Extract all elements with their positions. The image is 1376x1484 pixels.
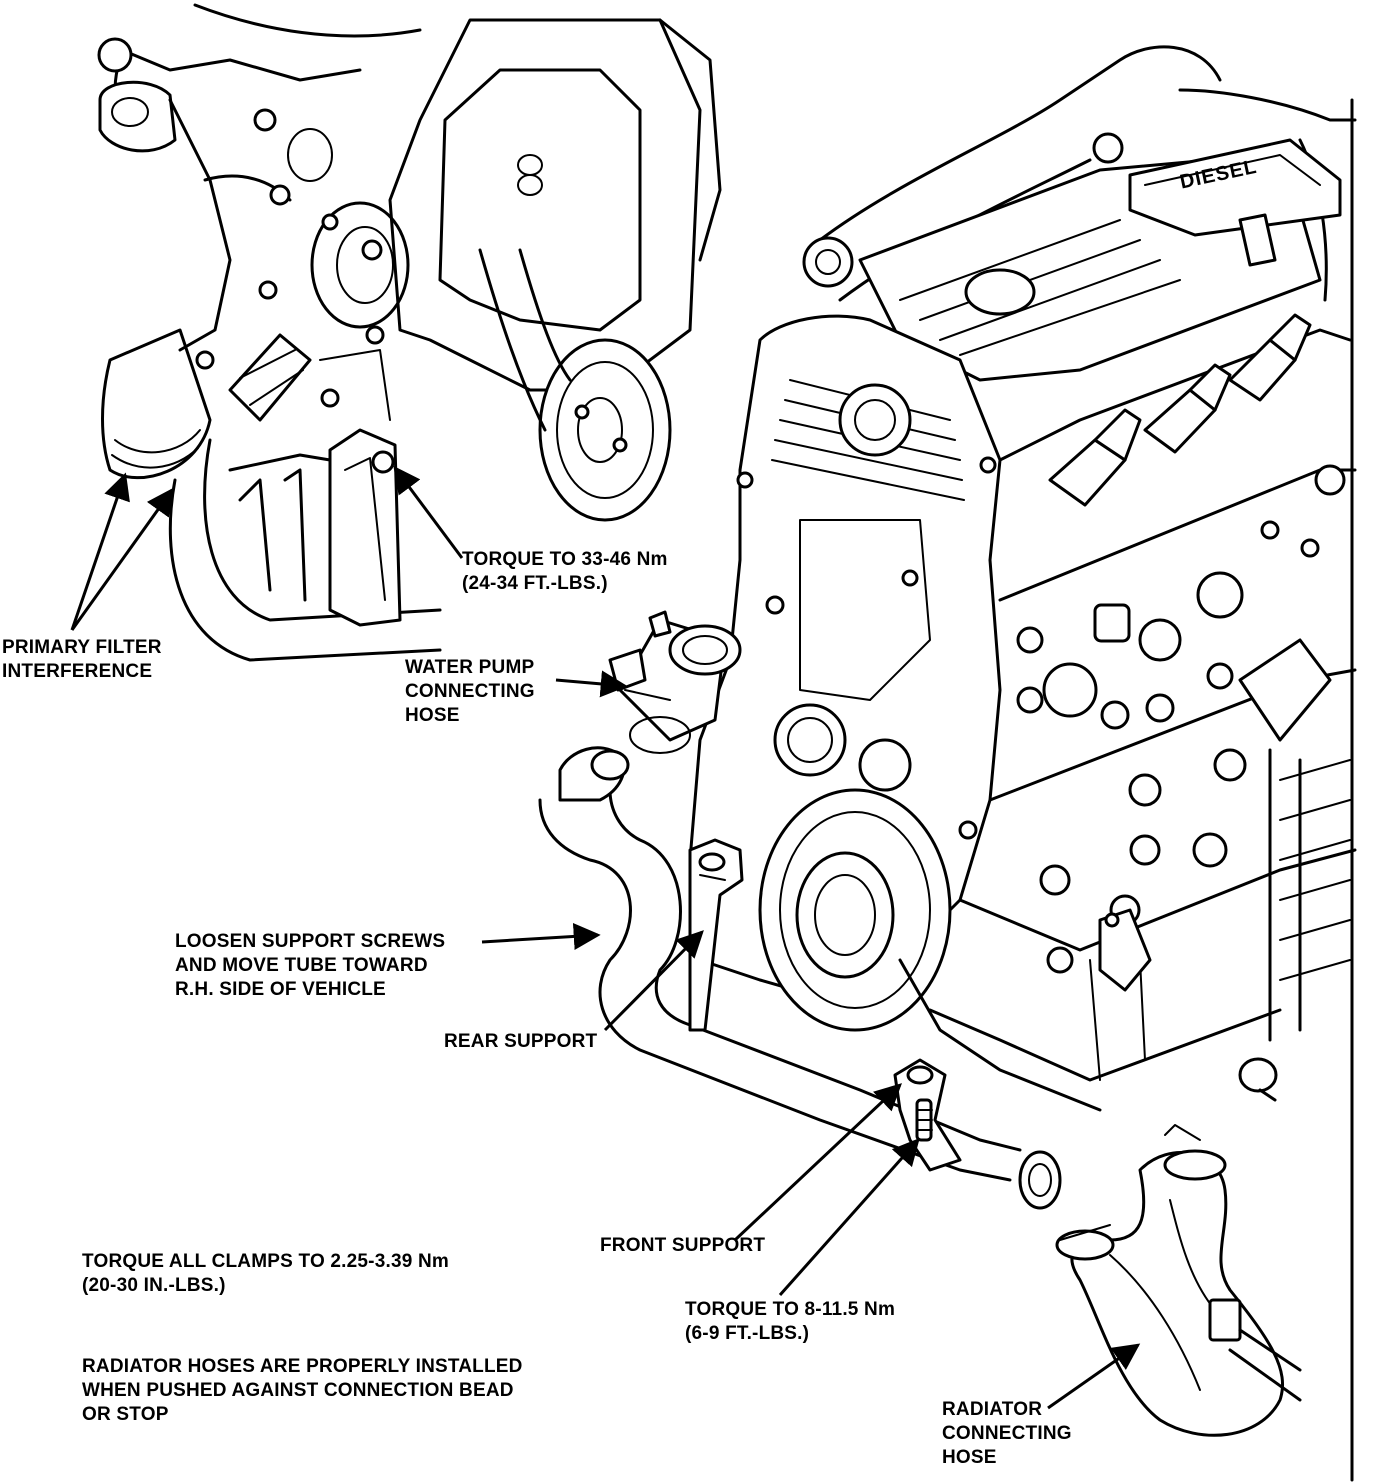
torque-lower-line-2: (6-9 FT.-LBS.)	[685, 1323, 810, 1344]
torque-lower-label: TORQUE TO 8-11.5 Nm (6-9 FT.-LBS.)	[685, 1298, 895, 1346]
torque-clamps-line-1: TORQUE ALL CLAMPS TO 2.25-3.39 Nm	[82, 1251, 449, 1272]
radiator-hose-line-1: RADIATOR	[942, 1399, 1043, 1420]
loosen-support-line-2: AND MOVE TUBE TOWARD	[175, 955, 428, 976]
coolant-tube	[538, 610, 1062, 1210]
primary-filter-line-1: PRIMARY FILTER	[2, 637, 162, 658]
radiator-note-line-3: OR STOP	[82, 1404, 169, 1425]
torque-clamps-label: TORQUE ALL CLAMPS TO 2.25-3.39 Nm (20-30…	[82, 1250, 449, 1298]
radiator-hose-drawing	[1055, 1124, 1302, 1437]
radiator-note-label: RADIATOR HOSES ARE PROPERLY INSTALLED WH…	[82, 1355, 523, 1427]
water-pump-line-2: CONNECTING	[405, 681, 535, 702]
torque-upper-line-2: (24-34 FT.-LBS.)	[462, 573, 608, 594]
arrow-primary-filter-1	[70, 472, 130, 631]
torque-upper-label: TORQUE TO 33-46 Nm (24-34 FT.-LBS.)	[462, 548, 668, 596]
arrow-torque-lower	[778, 1137, 920, 1296]
arrow-primary-filter-2	[70, 487, 174, 631]
injectors	[1048, 313, 1312, 507]
radiator-hose-line-3: HOSE	[942, 1447, 997, 1468]
torque-lower-line-1: TORQUE TO 8-11.5 Nm	[685, 1299, 896, 1320]
water-pump-line-3: HOSE	[405, 705, 460, 726]
loosen-support-line-1: LOOSEN SUPPORT SCREWS	[175, 931, 446, 952]
arrow-loosen-support	[481, 922, 601, 950]
radiator-hose-label: RADIATOR CONNECTING HOSE	[942, 1398, 1072, 1470]
leader-lines	[70, 465, 1141, 1410]
upper-inset-drawing	[97, 3, 722, 662]
radiator-note-line-2: WHEN PUSHED AGAINST CONNECTION BEAD	[82, 1380, 514, 1401]
water-pump-line-1: WATER PUMP	[405, 657, 535, 678]
front-support-label: FRONT SUPPORT	[600, 1235, 766, 1256]
torque-upper-line-1: TORQUE TO 33-46 Nm	[462, 549, 668, 570]
arrow-rear-support	[603, 930, 704, 1032]
loosen-support-line-3: R.H. SIDE OF VEHICLE	[175, 979, 386, 1000]
loosen-support-label: LOOSEN SUPPORT SCREWS AND MOVE TUBE TOWA…	[175, 930, 445, 1002]
torque-clamps-line-2: (20-30 IN.-LBS.)	[82, 1275, 226, 1296]
arrow-water-pump-hose	[555, 670, 628, 698]
main-engine-drawing	[688, 45, 1357, 1482]
water-pump-label: WATER PUMP CONNECTING HOSE	[405, 656, 535, 728]
arrow-front-support	[733, 1083, 902, 1242]
radiator-note-line-1: RADIATOR HOSES ARE PROPERLY INSTALLED	[82, 1356, 523, 1377]
primary-filter-label: PRIMARY FILTER INTERFERENCE	[2, 636, 162, 684]
arrow-radiator-hose	[1047, 1343, 1141, 1410]
radiator-hose-line-2: CONNECTING	[942, 1423, 1072, 1444]
primary-filter-line-2: INTERFERENCE	[2, 661, 153, 682]
rear-support-label: REAR SUPPORT	[444, 1031, 598, 1052]
arrow-torque-upper	[393, 465, 464, 559]
